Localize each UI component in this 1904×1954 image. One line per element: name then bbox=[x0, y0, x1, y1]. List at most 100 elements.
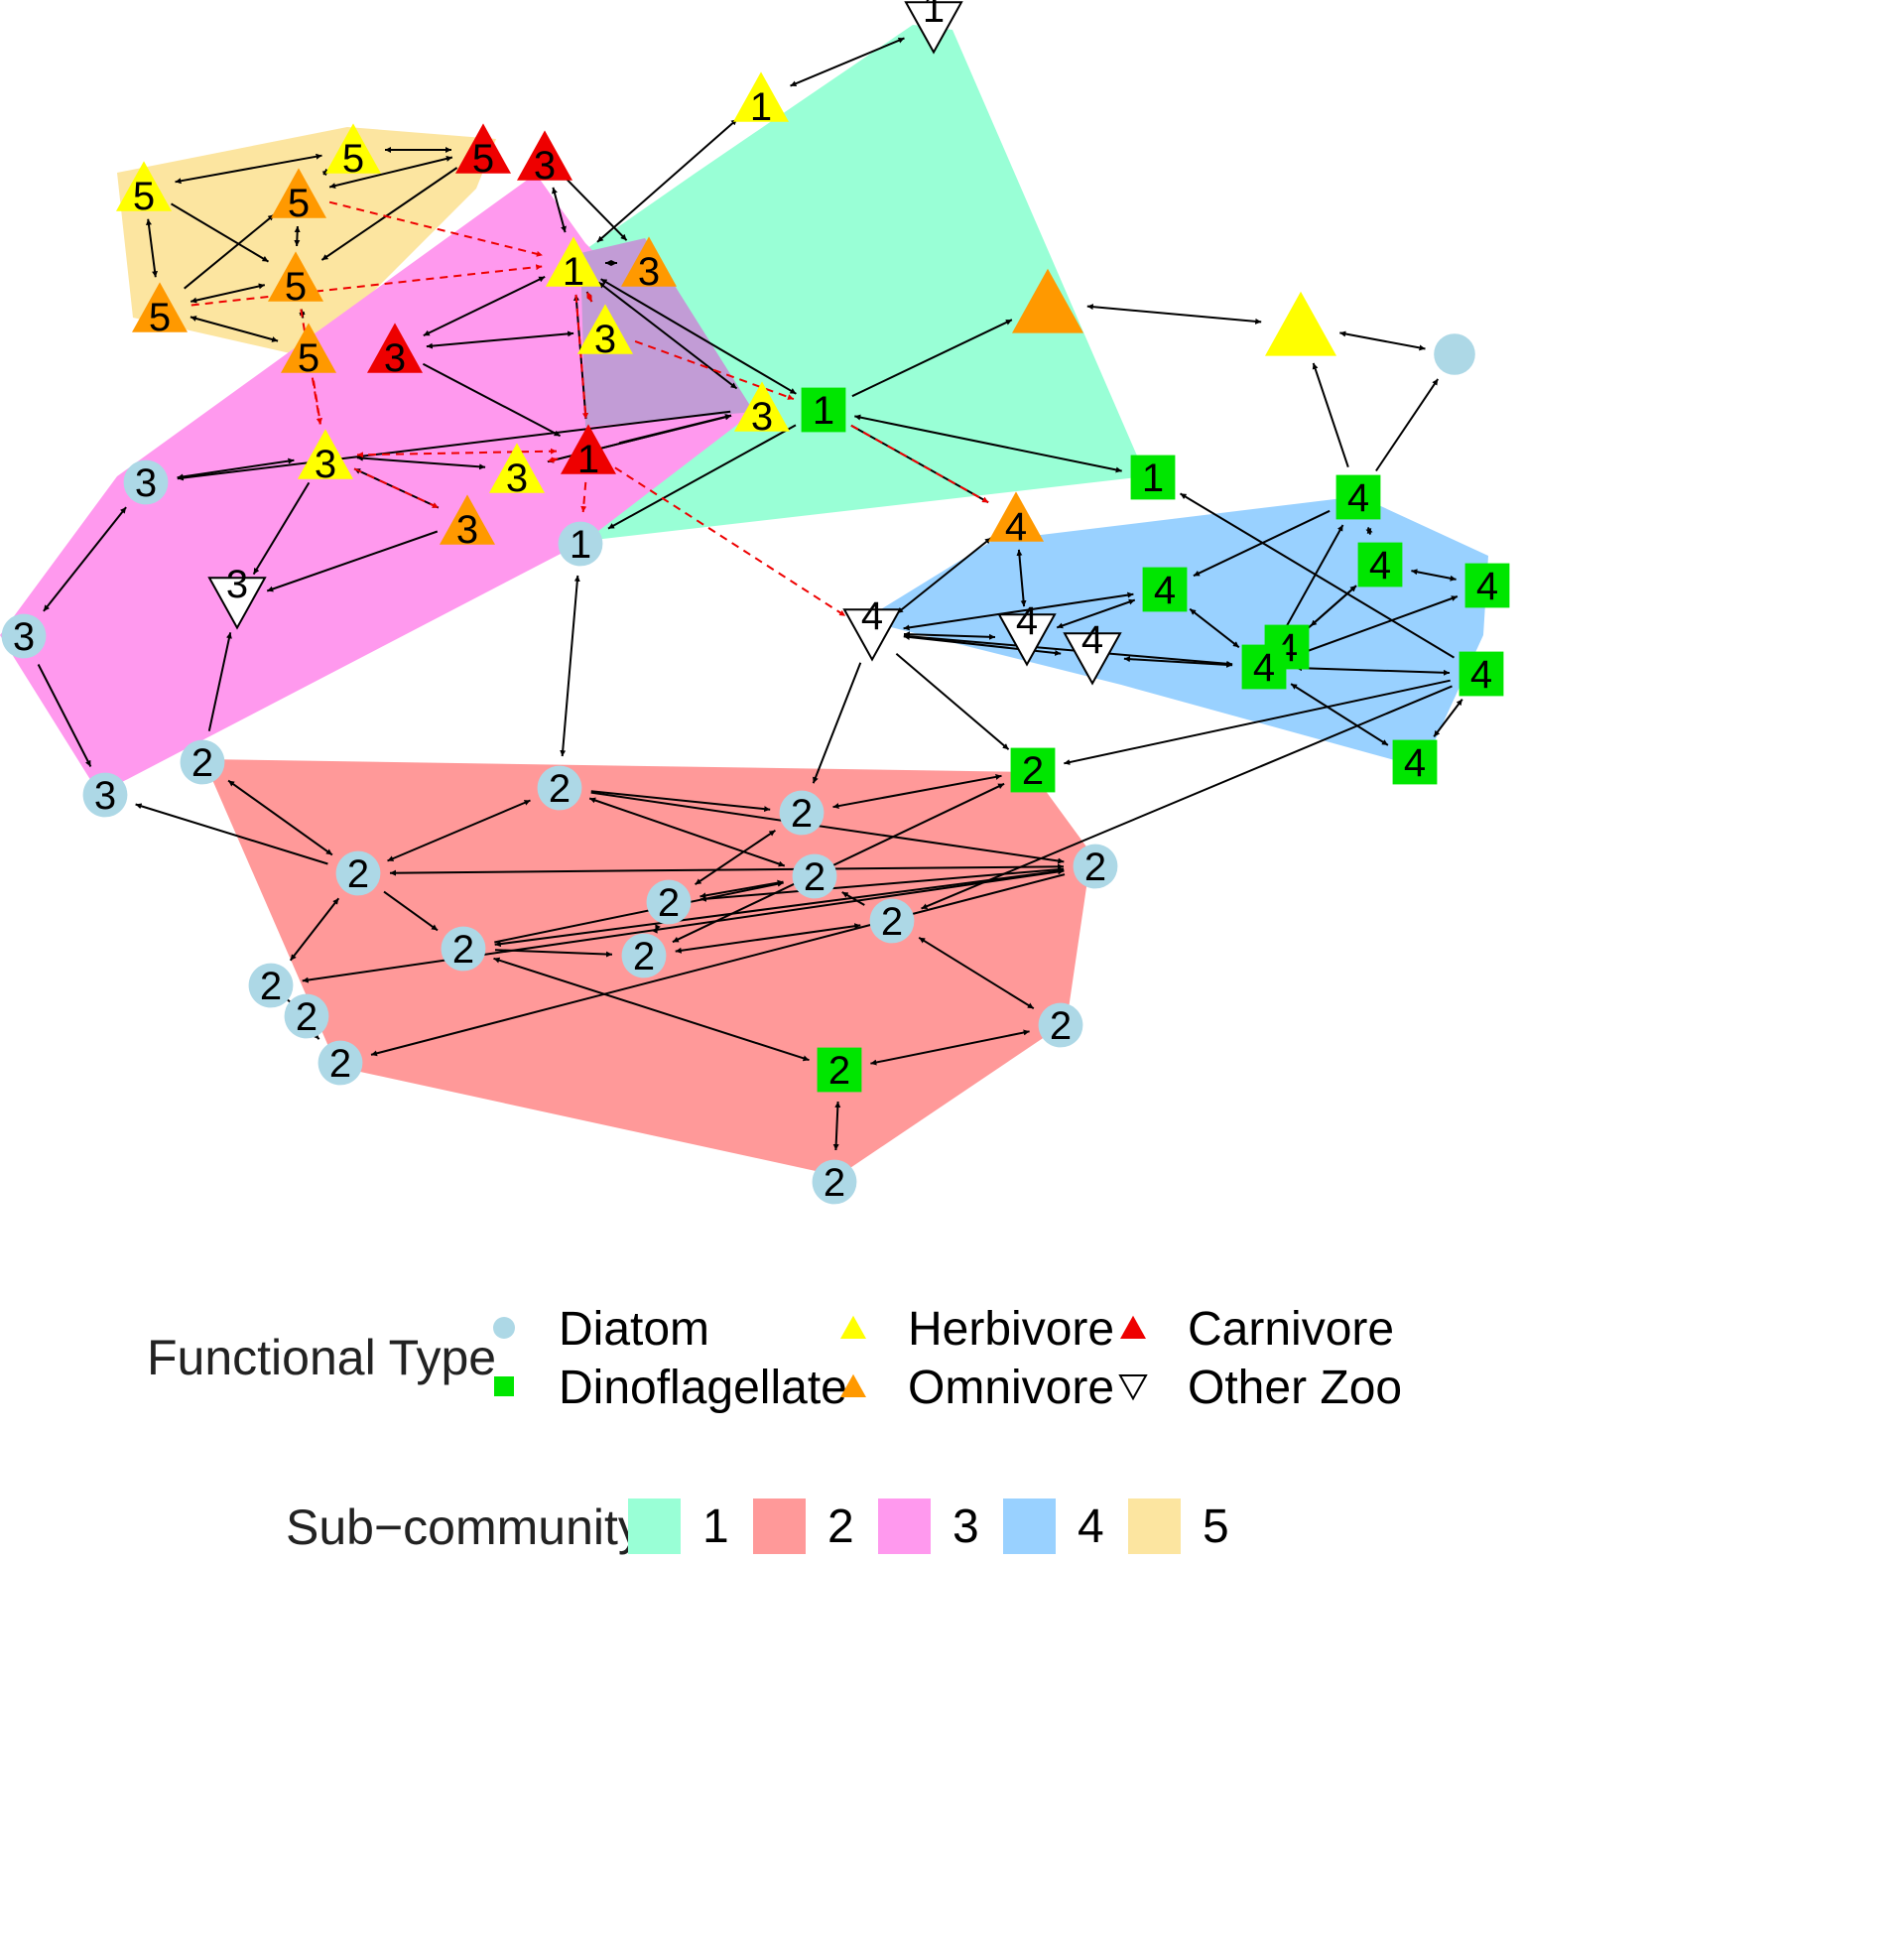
node-diatom-n45: 2 bbox=[335, 850, 381, 896]
node-omni-n27: 4 bbox=[988, 491, 1044, 549]
edge-n20-n30 bbox=[43, 506, 127, 612]
edge-n14-n15 bbox=[1339, 330, 1426, 351]
legend-label: Other Zoo bbox=[1188, 1362, 1402, 1414]
omni-node-marker bbox=[132, 282, 188, 332]
omni-node-marker bbox=[281, 323, 336, 373]
edge-n51-n55 bbox=[918, 936, 1035, 1010]
node-other-n29: 3 bbox=[207, 563, 267, 630]
legend-label: Carnivore bbox=[1188, 1303, 1394, 1356]
edge-n3-n6 bbox=[175, 153, 322, 185]
edge-n57-n58 bbox=[832, 1101, 841, 1151]
node-label: 4 bbox=[1369, 544, 1391, 587]
node-diatom-n41: 2 bbox=[180, 739, 225, 785]
diatom-node-marker bbox=[558, 521, 603, 567]
node-label: 5 bbox=[149, 296, 171, 339]
herb-node-marker bbox=[546, 236, 601, 287]
node-label: 5 bbox=[285, 265, 307, 309]
node-label: 1 bbox=[750, 85, 772, 129]
node-label: 2 bbox=[260, 965, 282, 1008]
node-label: 3 bbox=[315, 443, 336, 486]
edge-n34-n46 bbox=[812, 662, 862, 784]
edge-n28-n32 bbox=[1365, 527, 1373, 535]
diatom-node-marker bbox=[1038, 1002, 1083, 1048]
node-label: 4 bbox=[1470, 653, 1492, 697]
node-label: 2 bbox=[791, 792, 813, 836]
edge-n50-n52 bbox=[494, 949, 613, 958]
node-label: 3 bbox=[13, 615, 35, 659]
edge-n51-n47 bbox=[841, 891, 865, 906]
carn-node-marker bbox=[367, 323, 423, 373]
edge-n39-n40 bbox=[1433, 698, 1463, 738]
node-diatom-n15 bbox=[1434, 333, 1475, 375]
diatom-legend-symbol bbox=[493, 1317, 515, 1339]
legend-item-sub-community-2: 2 bbox=[753, 1498, 854, 1554]
node-diatom-n47: 2 bbox=[792, 853, 837, 899]
node-dino-n33: 4 bbox=[1464, 563, 1510, 608]
node-label: 2 bbox=[347, 852, 369, 896]
edge-n22-n25 bbox=[580, 481, 587, 513]
legend-label: 2 bbox=[827, 1500, 854, 1553]
dino-node-marker bbox=[1335, 474, 1381, 520]
node-label: 5 bbox=[472, 137, 494, 181]
edge-n22-n23 bbox=[547, 456, 559, 463]
node-label: 3 bbox=[226, 563, 248, 606]
dino-node-marker bbox=[1459, 651, 1504, 697]
diatom-node-marker bbox=[792, 853, 837, 899]
legend-item-other: Other Zoo bbox=[1118, 1362, 1402, 1414]
edge-n11-n17 bbox=[423, 275, 546, 337]
other-node-marker bbox=[904, 1, 963, 55]
sub-community-swatch bbox=[753, 1498, 806, 1554]
legend: Functional TypeDiatomDinoflagellateHerbi… bbox=[147, 1303, 1402, 1555]
herb-node-marker bbox=[116, 161, 172, 211]
sub-community-swatch bbox=[628, 1498, 681, 1554]
node-omni-n7: 5 bbox=[271, 168, 326, 225]
node-label: 4 bbox=[1253, 646, 1275, 690]
node-label: 2 bbox=[633, 935, 655, 978]
legend-item-diatom: Diatom bbox=[493, 1303, 709, 1356]
diatom-node-marker bbox=[621, 933, 667, 978]
edge-n30-n42 bbox=[37, 664, 92, 767]
node-label: 1 bbox=[563, 250, 584, 294]
node-diatom-n25: 1 bbox=[558, 521, 603, 567]
diatom-node-marker bbox=[180, 739, 225, 785]
node-label: 2 bbox=[329, 1042, 351, 1086]
edge-n39-n38 bbox=[1295, 665, 1451, 676]
node-label: 1 bbox=[570, 523, 591, 567]
edge-n48-n52 bbox=[652, 924, 661, 934]
legend-item-herb: Herbivore bbox=[840, 1303, 1114, 1356]
legend-label: 5 bbox=[1203, 1500, 1229, 1553]
node-dino-n19: 1 bbox=[801, 387, 846, 433]
node-label: 4 bbox=[1081, 618, 1103, 662]
node-herb-n16: 3 bbox=[577, 304, 633, 361]
edge-n5-n11 bbox=[552, 187, 567, 233]
node-dino-n32: 4 bbox=[1357, 542, 1403, 587]
edge-n13-n14 bbox=[1086, 304, 1262, 325]
edge-n9-n7 bbox=[184, 213, 275, 290]
node-label: 2 bbox=[881, 900, 903, 944]
edge-n31-n38 bbox=[1189, 607, 1240, 649]
edge-n33-n38 bbox=[1293, 595, 1459, 657]
edge-n10-n21 bbox=[313, 380, 323, 425]
edge-n21-n20 bbox=[177, 457, 295, 480]
node-label: 2 bbox=[824, 1161, 845, 1205]
node-label: 4 bbox=[1347, 476, 1369, 520]
edge-n11-n22 bbox=[574, 294, 589, 420]
node-dino-n31: 4 bbox=[1142, 567, 1188, 612]
dino-node-marker bbox=[1392, 739, 1438, 785]
node-label: 3 bbox=[384, 336, 406, 380]
sub-community-swatch bbox=[878, 1498, 931, 1554]
node-omni-n10: 5 bbox=[281, 323, 336, 380]
edge-n6-n9 bbox=[145, 218, 159, 278]
node-other-n36: 4 bbox=[1063, 618, 1122, 686]
other-node-marker bbox=[997, 613, 1057, 667]
interaction-edges bbox=[37, 37, 1463, 1151]
hull-sub-community-4 bbox=[863, 496, 1488, 764]
other-node-marker bbox=[842, 608, 902, 662]
node-diatom-n46: 2 bbox=[779, 790, 825, 836]
node-label: 4 bbox=[1154, 569, 1176, 612]
edge-n5-n12 bbox=[566, 179, 628, 241]
node-herb-n18: 3 bbox=[734, 381, 790, 439]
dino-node-marker bbox=[801, 387, 846, 433]
edge-n17-n22 bbox=[422, 362, 562, 438]
